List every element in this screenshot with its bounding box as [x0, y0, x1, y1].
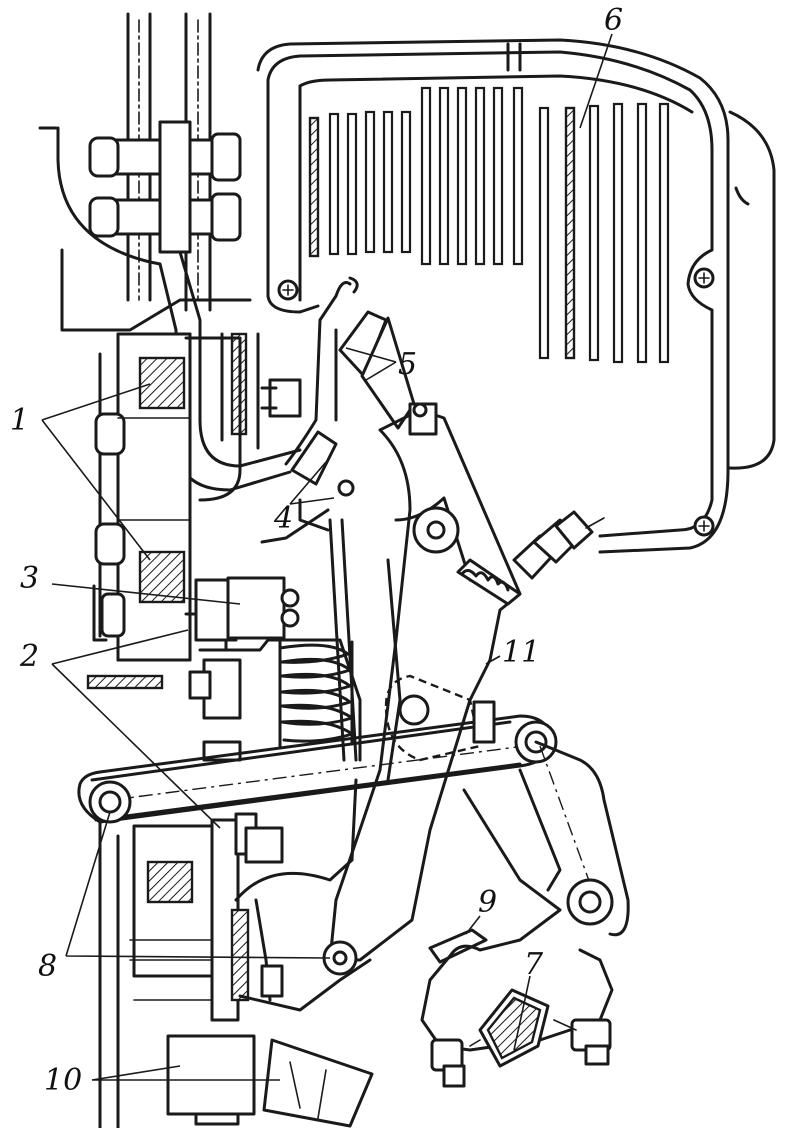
label-8: 8 [38, 949, 57, 984]
label-10: 10 [44, 1063, 82, 1098]
contact-section [486, 996, 542, 1060]
label-6: 6 [604, 3, 623, 38]
pole-frame [92, 332, 242, 662]
bottom-block-left [166, 1034, 256, 1116]
arc-chute-housing [256, 38, 776, 554]
bolt-head-icon [88, 136, 120, 178]
arc-chute-plates [308, 86, 670, 364]
lower-contact-arm [420, 788, 614, 1088]
contact-lever [328, 402, 522, 962]
label-3: 3 [20, 561, 39, 596]
upper-bus-bars [38, 12, 302, 492]
nut-icon [210, 132, 242, 182]
label-4: 4 [273, 501, 293, 536]
nut-icon [268, 378, 302, 418]
label-9: 9 [478, 885, 497, 920]
label-7: 7 [524, 947, 544, 982]
spring-assembly [188, 518, 362, 762]
coil-section-lower [146, 860, 194, 904]
screw-icon [280, 608, 300, 628]
label-11: 11 [502, 635, 540, 670]
adjusting-screw [512, 510, 605, 580]
bottom-block-right [262, 1038, 374, 1128]
bolt-head-icon [94, 412, 126, 456]
bottom-blocks [166, 1034, 374, 1128]
coil-section-top [138, 356, 186, 410]
nut-icon [210, 192, 242, 242]
insulating-plate [86, 674, 164, 690]
bolt-head-icon [88, 196, 120, 238]
callouts: 1 2 3 4 5 6 7 8 9 10 11 [10, 3, 623, 1098]
label-5: 5 [398, 347, 417, 382]
label-2: 2 [19, 639, 39, 674]
screw-icon [280, 588, 300, 608]
label-1: 1 [10, 403, 29, 438]
contact-screw-icon [337, 479, 355, 497]
bolt-head-icon [94, 522, 126, 566]
linkage [77, 674, 630, 937]
lower-frame [98, 778, 372, 1128]
arc-contacts [260, 276, 416, 544]
